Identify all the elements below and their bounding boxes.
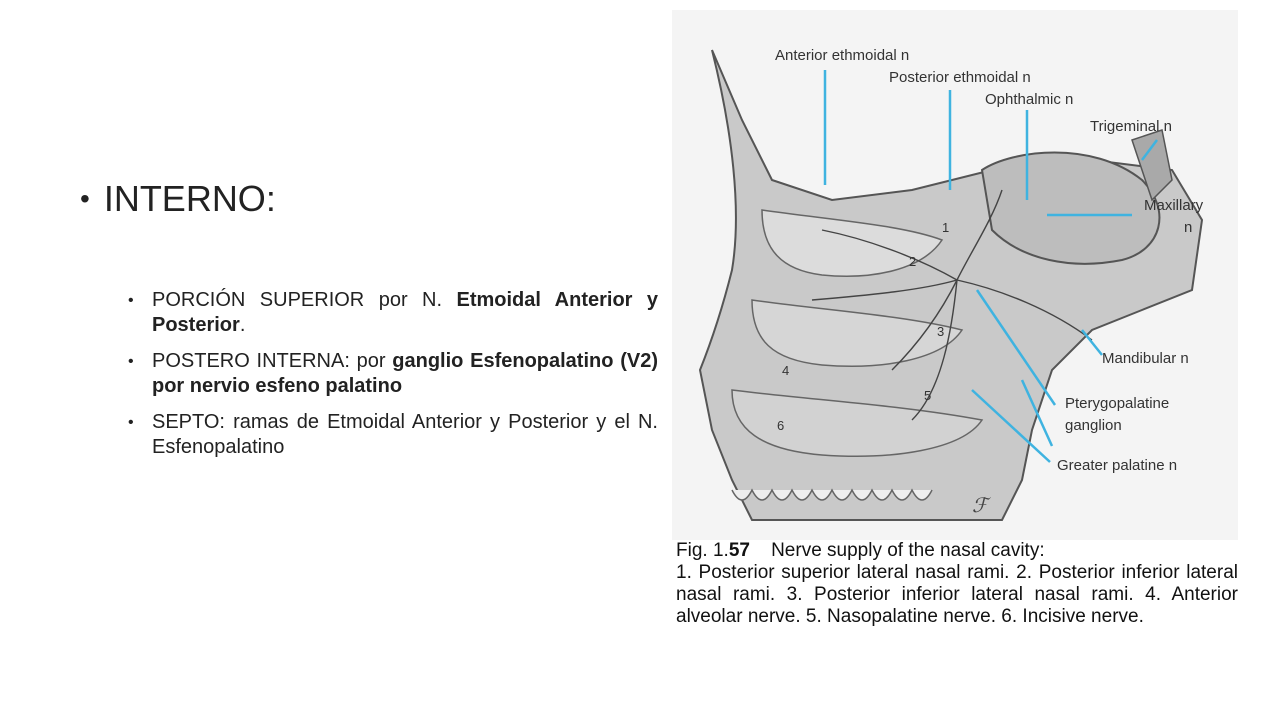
bullet-item: • SEPTO: ramas de Etmoidal Anterior y Po… <box>128 410 658 460</box>
bullet-marker: • <box>128 353 134 370</box>
label-trigeminal: Trigeminal n <box>1090 118 1172 135</box>
caption-fig-prefix: Fig. 1. <box>676 540 729 561</box>
number-2: 2 <box>909 254 916 269</box>
trigeminal-ganglion <box>1131 129 1173 202</box>
caption-title: Nerve supply of the nasal cavity: <box>771 540 1045 561</box>
nasal-nerve-illustration: Anterior ethmoidal n Posterior ethmoidal… <box>672 10 1238 540</box>
caption-body: 1. Posterior superior lateral nasal rami… <box>676 562 1238 627</box>
label-leader-lines <box>823 70 1158 463</box>
bullet-item: • PORCIÓN SUPERIOR por N. Etmoidal Anter… <box>128 288 658 338</box>
bullet-list: • PORCIÓN SUPERIOR por N. Etmoidal Anter… <box>128 288 658 471</box>
middle-concha <box>751 299 964 367</box>
number-6: 6 <box>777 418 784 433</box>
label-pterygopalatine-2: ganglion <box>1065 417 1122 434</box>
bullet-text: PORCIÓN SUPERIOR por N. <box>152 289 457 311</box>
caption-title-line: Fig. 1.57 Nerve supply of the nasal cavi… <box>676 540 1238 562</box>
heading-text: INTERNO: <box>103 178 276 219</box>
figure-caption: Fig. 1.57 Nerve supply of the nasal cavi… <box>676 540 1238 628</box>
illustrator-signature: ℱ <box>972 495 991 517</box>
label-maxillary-1: Maxillary <box>1144 197 1204 214</box>
label-ophthalmic: Ophthalmic n <box>985 91 1073 108</box>
bullet-text-end: . <box>239 314 246 336</box>
caption-fig-number: 57 <box>728 540 750 561</box>
label-greater-palatine: Greater palatine n <box>1057 457 1177 474</box>
bullet-text: POSTERO INTERNA: por <box>152 350 393 372</box>
number-4: 4 <box>782 363 789 378</box>
label-maxillary-2: n <box>1184 219 1192 236</box>
section-heading: • INTERNO: <box>80 178 276 220</box>
number-3: 3 <box>937 324 944 339</box>
bullet-bold-text: ganglio Esfenopalatino (V2) por nervio e… <box>152 350 658 397</box>
label-pterygopalatine-1: Pterygopalatine <box>1065 395 1169 412</box>
label-posterior-ethmoidal: Posterior ethmoidal n <box>889 69 1031 86</box>
label-anterior-ethmoidal: Anterior ethmoidal n <box>775 47 909 64</box>
figure-labels: Anterior ethmoidal n Posterior ethmoidal… <box>775 47 1204 474</box>
nerve-branches <box>811 189 1093 421</box>
heading-bullet: • <box>80 183 90 214</box>
label-mandibular: Mandibular n <box>1102 350 1189 367</box>
bullet-marker: • <box>128 292 134 309</box>
number-5: 5 <box>924 388 931 403</box>
inferior-concha <box>731 389 984 457</box>
superior-concha <box>761 209 944 277</box>
bullet-item: • POSTERO INTERNA: por ganglio Esfenopal… <box>128 349 658 399</box>
number-1: 1 <box>942 220 949 235</box>
bullet-text: SEPTO: ramas de Etmoidal Anterior y Post… <box>152 411 658 458</box>
bullet-bold-text: Etmoidal Anterior y Posterior <box>152 289 659 336</box>
bullet-marker: • <box>128 414 134 431</box>
figure-numbers: 1 2 3 4 5 6 <box>777 220 949 433</box>
teeth-outline <box>731 488 933 501</box>
